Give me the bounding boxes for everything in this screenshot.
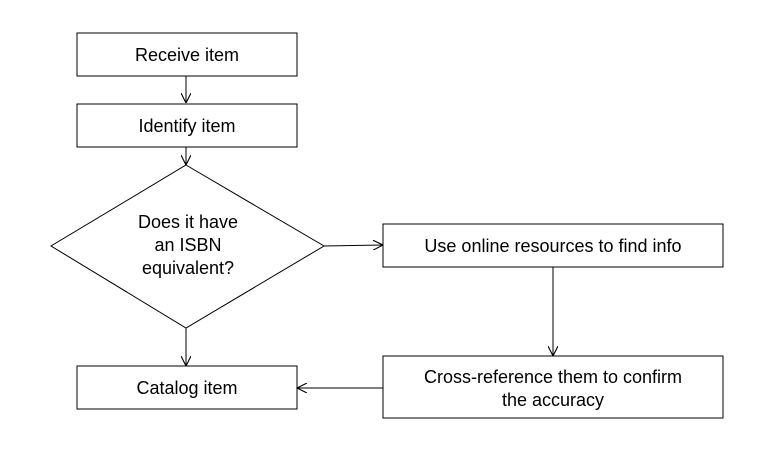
cross-reference-label-line-2: the accuracy (502, 390, 604, 410)
node-decision-isbn: Does it have an ISBN equivalent? (50, 164, 325, 329)
decision-label-line-1: Does it have (138, 212, 238, 232)
node-use-online-resources: Use online resources to find info (382, 223, 724, 268)
node-use-online-resources-label: Use online resources to find info (424, 236, 681, 256)
node-catalog-item-label: Catalog item (136, 378, 237, 398)
edge-decision-to-online (323, 245, 383, 246)
node-catalog-item: Catalog item (76, 365, 298, 410)
node-identify-item-label: Identify item (138, 116, 235, 136)
cross-reference-label-line-1: Cross-reference them to confirm (424, 367, 682, 387)
decision-label-line-3: equivalent? (142, 258, 234, 278)
node-cross-reference: Cross-reference them to confirm the accu… (382, 355, 724, 419)
decision-label-line-2: an ISBN (154, 235, 221, 255)
node-identify-item: Identify item (76, 103, 298, 148)
node-receive-item: Receive item (76, 32, 298, 77)
node-receive-item-label: Receive item (135, 45, 239, 65)
